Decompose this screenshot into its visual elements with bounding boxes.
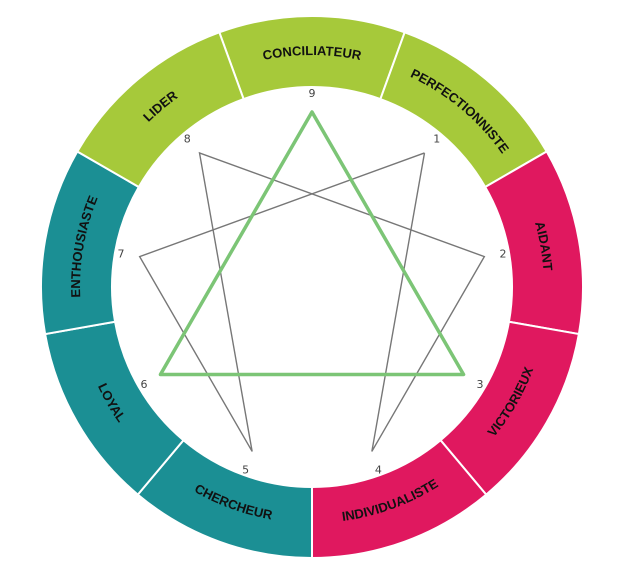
- point-number-7: 7: [117, 247, 124, 260]
- connection-lines: [138, 110, 486, 452]
- point-number-1: 1: [433, 132, 440, 145]
- point-number-4: 4: [375, 463, 382, 476]
- point-number-6: 6: [140, 378, 147, 391]
- point-numbers: 9 1 2 3 4 5 6 7 8: [117, 87, 506, 476]
- segment-label-conciliateur: CONCILIATEUR: [261, 43, 363, 63]
- segment-aidant: [483, 150, 584, 336]
- point-number-2: 2: [500, 247, 507, 260]
- triangle-lines: [158, 110, 466, 377]
- hexad-lines: [138, 151, 486, 452]
- point-number-8: 8: [184, 132, 191, 145]
- point-number-3: 3: [477, 378, 484, 391]
- point-number-5: 5: [242, 463, 249, 476]
- segment-lider: [75, 31, 245, 189]
- point-number-9: 9: [309, 87, 316, 100]
- segment-ring: [40, 15, 584, 560]
